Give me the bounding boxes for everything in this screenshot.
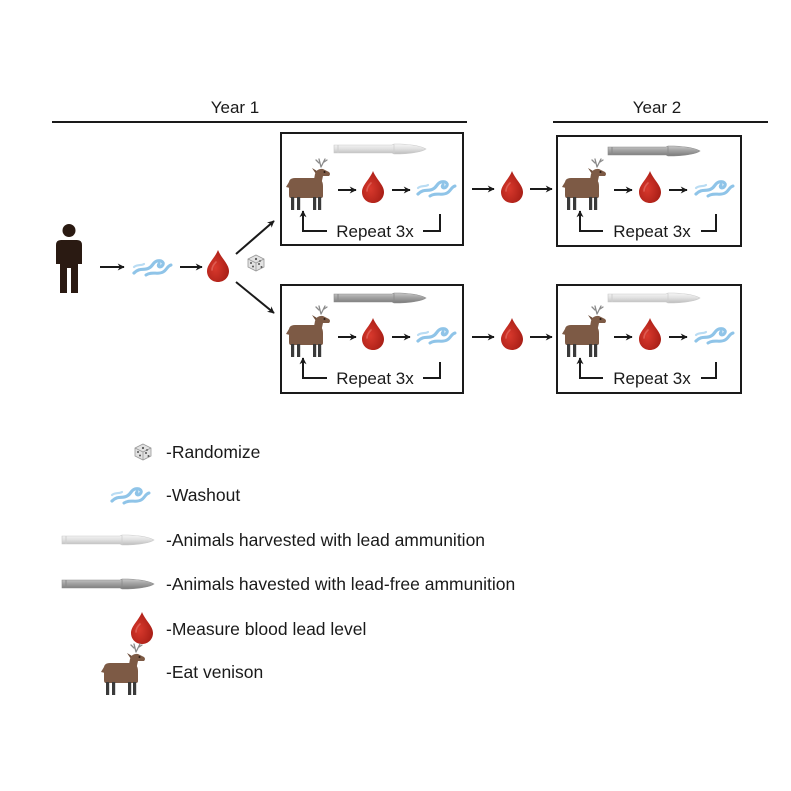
repeat-label: Repeat 3x [613, 222, 691, 241]
year1-lead-free-box: Repeat 3x [280, 284, 464, 394]
legend-label: -Randomize [166, 442, 260, 462]
year2-lead-box: Repeat 3x [556, 284, 742, 394]
legend-label: -Measure blood lead level [166, 619, 366, 639]
wave-icon [110, 487, 151, 505]
repeat-label: Repeat 3x [336, 222, 414, 241]
bullet-light-icon [607, 292, 701, 304]
legend-item: -Animals havested with lead-free ammunit… [61, 574, 515, 594]
bullet-light-icon [61, 534, 155, 546]
legend-item: -Measure blood lead level [130, 611, 366, 645]
blood-drop-icon [500, 170, 524, 204]
legend-label: -Animals havested with lead-free ammunit… [166, 574, 515, 594]
legend-item: -Washout [110, 485, 240, 505]
blood-drop-icon [206, 249, 230, 283]
legend-label: -Washout [166, 485, 240, 505]
repeat-loop [580, 358, 717, 379]
legend-label: -Eat venison [166, 662, 263, 682]
legend-item: -Animals harvested with lead ammunition [61, 530, 485, 550]
legend-item: -Randomize [134, 442, 260, 462]
repeat-label: Repeat 3x [613, 369, 691, 388]
repeat-label: Repeat 3x [336, 369, 414, 388]
repeat-loop [303, 358, 441, 379]
legend: -Randomize -Washout -Animals harvested w… [61, 442, 515, 696]
deer-icon [100, 643, 146, 696]
year2-header: Year 2 [633, 98, 682, 117]
branch-arrow-upper [235, 220, 275, 255]
dice-icon [134, 443, 152, 461]
blood-drop-icon [500, 317, 524, 351]
person-icon [56, 224, 82, 293]
washout-wave-icon [132, 259, 173, 277]
year1-header: Year 1 [211, 98, 260, 117]
repeat-loop [303, 211, 441, 232]
legend-label: -Animals harvested with lead ammunition [166, 530, 485, 550]
branch-arrow-lower [235, 281, 275, 314]
blood-drop-icon [130, 611, 154, 645]
bullet-dark-icon [61, 578, 155, 590]
year1-lead-box: Repeat 3x [280, 132, 464, 246]
bullet-light-icon [333, 143, 427, 155]
legend-item: -Eat venison [100, 643, 263, 696]
repeat-loop [580, 211, 717, 232]
dice-icon [247, 254, 265, 272]
year2-lead-free-box: Repeat 3x [556, 135, 742, 247]
bullet-dark-icon [333, 292, 427, 304]
bullet-dark-icon [607, 145, 701, 157]
